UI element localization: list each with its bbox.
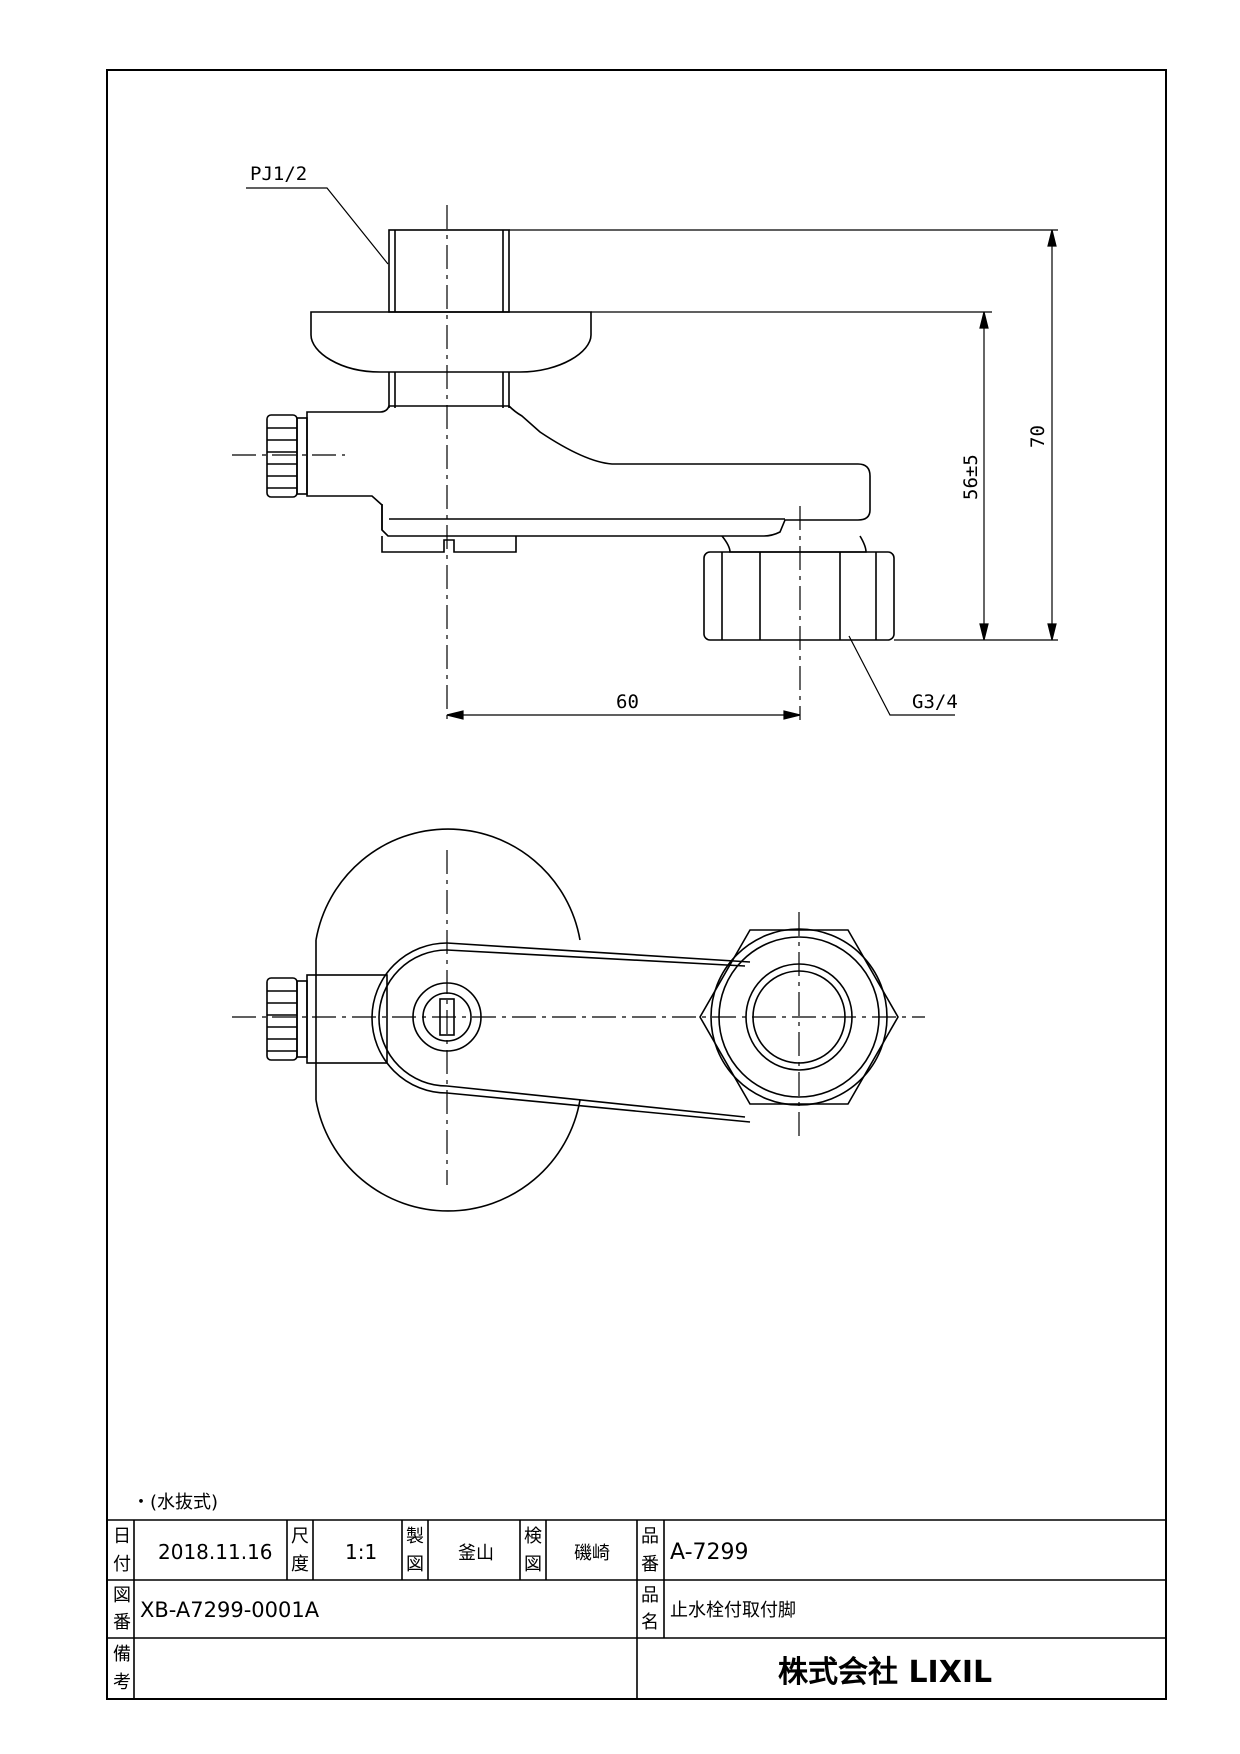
label-drawing-no-1: 図 [113,1585,131,1606]
label-part-name-1: 品 [641,1585,659,1606]
top-valve-knob [266,977,308,1061]
dim-height-70: 70 [1027,425,1049,448]
top-flange-circle [315,828,581,1212]
value-part-name: 止水栓付取付脚 [670,1600,796,1621]
leader-bottom-thread [848,635,955,716]
label-thread-bottom: G3/4 [912,691,958,713]
side-hex-nut [703,535,895,641]
mounting-flange [310,311,592,373]
side-dimensions [246,187,1058,720]
label-drafter-1: 製 [406,1526,424,1547]
label-checker-2: 図 [524,1554,542,1575]
value-scale: 1:1 [345,1540,377,1564]
company-name: 株式会社 LIXIL [778,1655,992,1690]
note-water-drain: ・(水抜式) [132,1492,218,1513]
label-scale-2: 度 [291,1554,309,1575]
bottom-stopper [381,536,517,553]
top-view [266,828,899,1212]
label-part-no-2: 番 [641,1554,659,1575]
dim-width-60: 60 [616,691,639,713]
label-date-2: 付 [113,1554,131,1575]
dim-height-56: 56±5 [960,454,982,500]
top-centerlines [232,850,925,1185]
label-scale-1: 尺 [291,1526,309,1547]
side-valve-knob [266,414,308,498]
label-part-no-1: 品 [641,1526,659,1547]
body-neck [388,372,510,408]
label-drawing-no-2: 番 [113,1612,131,1633]
body-arm [306,405,871,537]
label-thread-top: PJ1/2 [250,163,307,185]
label-remarks-1: 備 [113,1644,131,1665]
label-checker-1: 検 [524,1526,542,1547]
value-drawing-no: XB-A7299-0001A [140,1598,320,1622]
label-remarks-2: 考 [113,1672,131,1693]
leader-top-thread [246,187,389,265]
side-view [266,229,895,641]
value-part-no: A-7299 [670,1540,749,1565]
title-block-text: 日 付 2018.11.16 尺 度 1:1 製 図 釜山 検 図 磯崎 品 番… [113,1526,992,1693]
side-centerlines [232,205,801,720]
value-checker: 磯崎 [574,1543,610,1564]
value-date: 2018.11.16 [158,1540,273,1564]
title-block [107,1519,1166,1699]
value-drafter: 釜山 [458,1543,494,1564]
top-hex-nut [699,929,899,1105]
label-drafter-2: 図 [406,1554,424,1575]
top-thread-pipe [388,229,510,313]
label-date-1: 日 [113,1526,131,1547]
top-arm-body [446,942,751,1123]
label-part-name-2: 名 [641,1612,659,1633]
sheet-frame [106,69,1167,1700]
